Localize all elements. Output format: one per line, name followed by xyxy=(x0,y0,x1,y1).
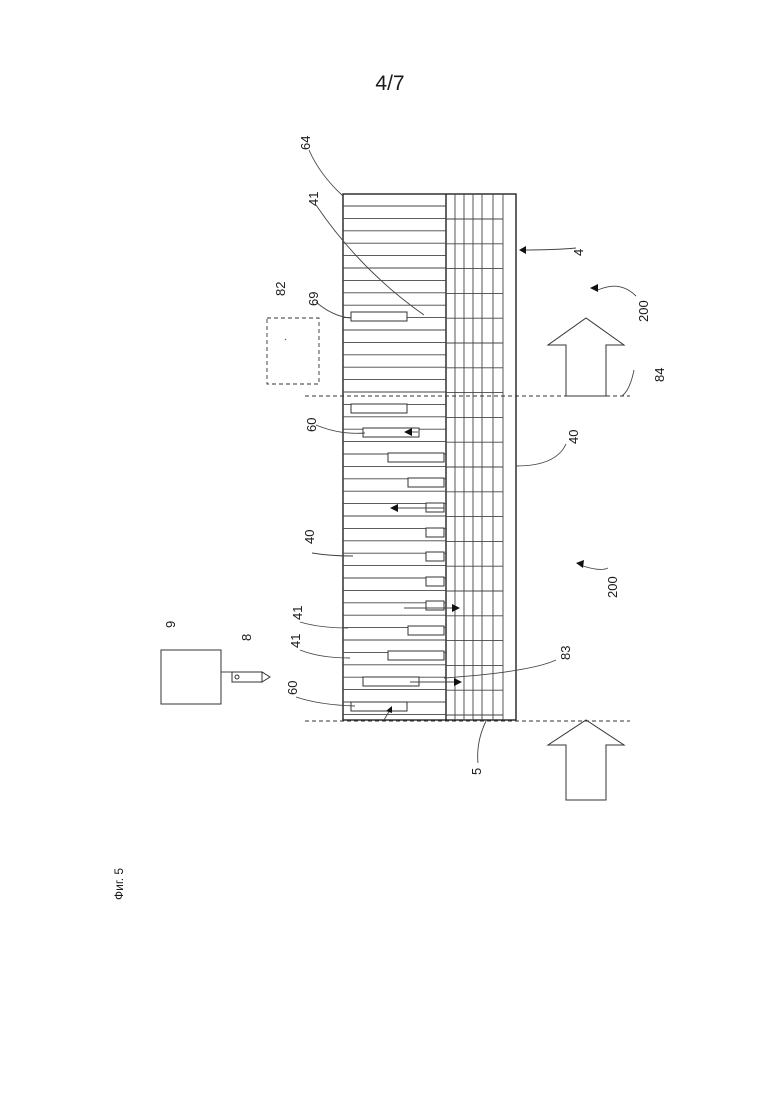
ref-4: 4 xyxy=(571,249,586,256)
feed-arrow-lower xyxy=(548,720,624,800)
control-unit-9 xyxy=(161,650,221,704)
ref-8: 8 xyxy=(239,634,254,641)
dashed-box-82 xyxy=(267,318,319,384)
leader-lines xyxy=(285,150,636,763)
ref-40-right: 40 xyxy=(566,430,581,444)
ref-200-mid: 200 xyxy=(605,576,620,598)
track-cross-lines xyxy=(446,219,503,715)
ref-41-low: 41 xyxy=(288,634,303,648)
ref-40-left: 40 xyxy=(302,530,317,544)
ref-84: 84 xyxy=(652,368,667,382)
ref-83: 83 xyxy=(558,646,573,660)
motion-arrows xyxy=(384,428,462,720)
feed-arrow-upper xyxy=(548,318,624,396)
ref-41-top: 41 xyxy=(306,192,321,206)
ref-82: 82 xyxy=(273,282,288,296)
ref-41-mid: 41 xyxy=(290,606,305,620)
ref-9: 9 xyxy=(163,621,178,628)
ref-60-low: 60 xyxy=(285,681,300,695)
ref-69: 69 xyxy=(306,292,321,306)
ref-200-top: 200 xyxy=(636,300,651,322)
ref-60-top: 60 xyxy=(304,418,319,432)
track-lines xyxy=(455,194,503,720)
ref-5: 5 xyxy=(469,768,484,775)
ref-64: 64 xyxy=(298,136,313,150)
